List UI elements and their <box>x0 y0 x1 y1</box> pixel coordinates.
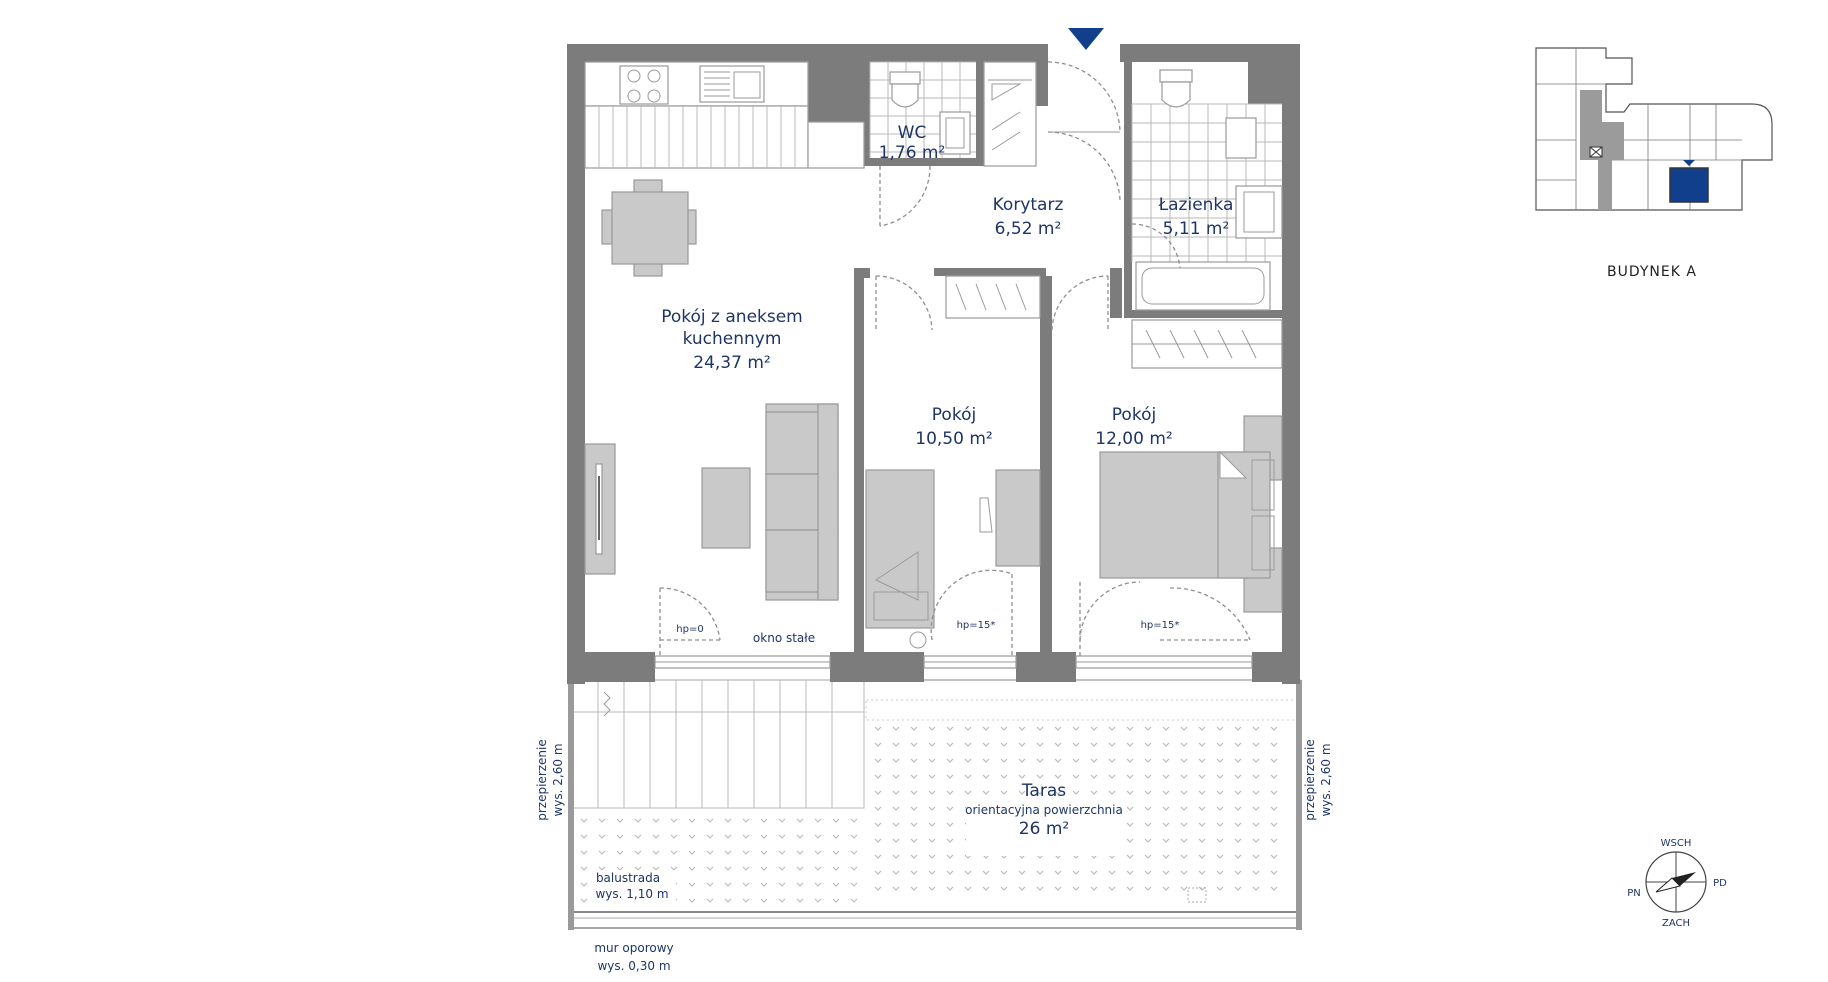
stairs-icon <box>603 691 611 717</box>
room2 <box>1051 275 1283 669</box>
bathroom-room <box>1131 69 1283 311</box>
compass-icon <box>1645 851 1707 913</box>
bathroom-sink-icon <box>1235 185 1283 239</box>
balustrade-label-1: balustrada <box>596 871 660 885</box>
terrace-label: Taras <box>1021 781 1066 801</box>
terrace-note: orientacyjna powierzchnia <box>965 803 1123 817</box>
key-plan-apartment-highlight <box>1669 167 1709 203</box>
entrance-marker-icon <box>1068 28 1104 50</box>
terrace <box>568 679 1302 930</box>
bathroom-area: 5,11 m² <box>1163 219 1230 239</box>
wc-room <box>869 61 976 227</box>
partition-right-label-2: wys. 2,60 m <box>1319 743 1333 816</box>
compass-west-label: PN <box>1627 888 1641 899</box>
partition-left <box>568 680 574 930</box>
living-room-label-line1: Pokój z aneksem <box>661 307 803 327</box>
key-plan <box>1535 47 1773 211</box>
partition-left-label-2: wys. 2,60 m <box>551 743 565 816</box>
terrace-area: 26 m² <box>1019 819 1069 839</box>
tv-unit-icon <box>584 443 616 575</box>
room2-label: Pokój <box>1112 405 1156 425</box>
bathtub-icon <box>1135 261 1271 311</box>
hp-label-3: hp=15* <box>1141 620 1180 631</box>
retaining-wall-label-2: wys. 0,30 m <box>597 959 670 973</box>
wc-sink-icon <box>939 111 971 155</box>
partition-right <box>1296 680 1302 930</box>
sofa-icon <box>765 403 839 601</box>
room2-wardrobe-icon <box>1131 319 1283 369</box>
building-label: BUDYNEK A <box>1607 264 1697 280</box>
terrace-deck <box>571 679 865 809</box>
compass-north-label: WSCH <box>1661 838 1692 849</box>
partition-left-label-1: przepierzenie <box>535 739 549 821</box>
balustrade-label-2: wys. 1,10 m <box>595 887 668 901</box>
room2-area: 12,00 m² <box>1095 429 1172 449</box>
room1-wardrobe-icon <box>945 275 1041 319</box>
living-room-area: 24,37 m² <box>693 353 770 373</box>
wc-area: 1,76 m² <box>879 143 946 163</box>
wc-label: WC <box>898 123 927 143</box>
coffee-table-icon <box>701 467 751 549</box>
hp-label-2: hp=15* <box>957 620 996 631</box>
bathroom-toilet-icon <box>1159 69 1193 83</box>
entry-wardrobe-icon <box>983 61 1037 167</box>
room1-bed-icon <box>865 469 935 629</box>
entrance-door <box>1047 61 1121 201</box>
kitchen-counter <box>584 61 865 169</box>
compass-east-label: PD <box>1713 878 1727 889</box>
corridor-label: Korytarz <box>993 195 1064 215</box>
compass-south-label: ZACH <box>1662 918 1690 929</box>
hp-label-1: hp=0 <box>676 624 703 635</box>
fridge-icon <box>807 121 865 169</box>
living-window <box>654 587 831 669</box>
room1 <box>865 275 1041 669</box>
washing-machine-icon <box>1225 117 1257 159</box>
cooktop-icon <box>619 65 669 105</box>
room1-label: Pokój <box>932 405 976 425</box>
toilet-icon <box>889 71 921 85</box>
desk-icon <box>995 469 1041 567</box>
corridor-area: 6,52 m² <box>995 219 1062 239</box>
chair-icon <box>979 497 993 533</box>
retaining-wall-label-1: mur oporowy <box>594 941 673 955</box>
bathroom-label: Łazienka <box>1158 195 1234 215</box>
dining-table-icon <box>601 179 697 277</box>
radiator-valve-icon <box>909 631 927 649</box>
living-room-label-line2: kuchennym <box>683 329 782 349</box>
fixed-window-label: okno stałe <box>753 631 815 645</box>
partition-right-label-1: przepierzenie <box>1303 739 1317 821</box>
room1-area: 10,50 m² <box>915 429 992 449</box>
